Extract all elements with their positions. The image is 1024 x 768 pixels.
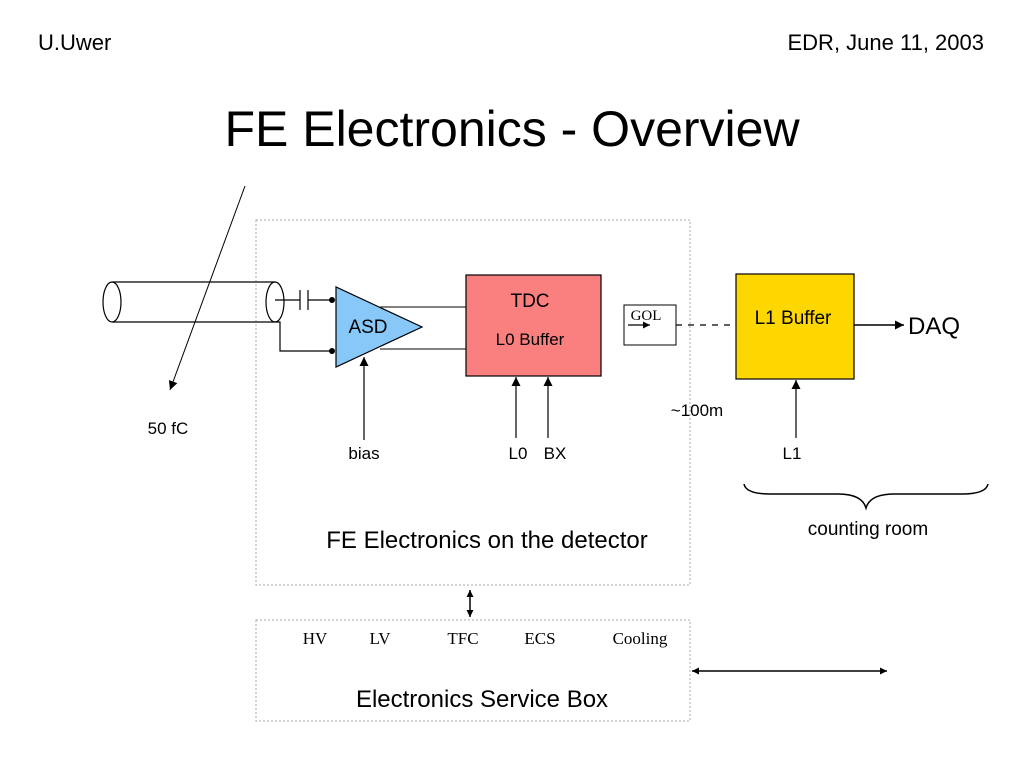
charge-label: 50 fC <box>148 419 189 438</box>
bias-label: bias <box>348 444 379 463</box>
counting-room-label: counting room <box>808 519 928 540</box>
particle-track-arrow <box>168 185 246 391</box>
detector-box-label: FE Electronics on the detector <box>326 527 648 554</box>
counting-room-brace <box>743 483 989 511</box>
service-box <box>255 619 691 722</box>
l1-buffer-box <box>735 273 855 380</box>
service-item-cooling: Cooling <box>613 629 668 648</box>
distance-label: ~100m <box>671 401 723 420</box>
service-item-tfc: TFC <box>447 629 478 648</box>
tdc-label: TDC <box>510 291 549 312</box>
service-item-lv: LV <box>369 629 391 648</box>
service-item-ecs: ECS <box>524 629 555 648</box>
l0-label: L0 <box>509 444 528 463</box>
service-box-label: Electronics Service Box <box>356 686 608 713</box>
l0-buffer-label: L0 Buffer <box>496 330 565 349</box>
gol-label: GOL <box>631 308 662 324</box>
service-item-hv: HV <box>303 629 328 648</box>
daq-label: DAQ <box>908 313 960 340</box>
asd-amplifier <box>335 286 424 368</box>
detector-box <box>255 219 691 586</box>
l1-label: L1 <box>783 444 802 463</box>
asd-label: ASD <box>348 317 387 338</box>
page-title: FE Electronics - Overview <box>224 101 800 157</box>
bx-label: BX <box>544 444 567 463</box>
capacitor-icon <box>275 290 335 310</box>
drift-tube-icon <box>102 281 285 323</box>
l1-buffer-label: L1 Buffer <box>755 308 832 329</box>
ground-wire <box>275 321 335 354</box>
tdc-box <box>465 274 602 377</box>
event-date-label: EDR, June 11, 2003 <box>787 30 985 55</box>
author-label: U.Uwer <box>38 30 112 55</box>
